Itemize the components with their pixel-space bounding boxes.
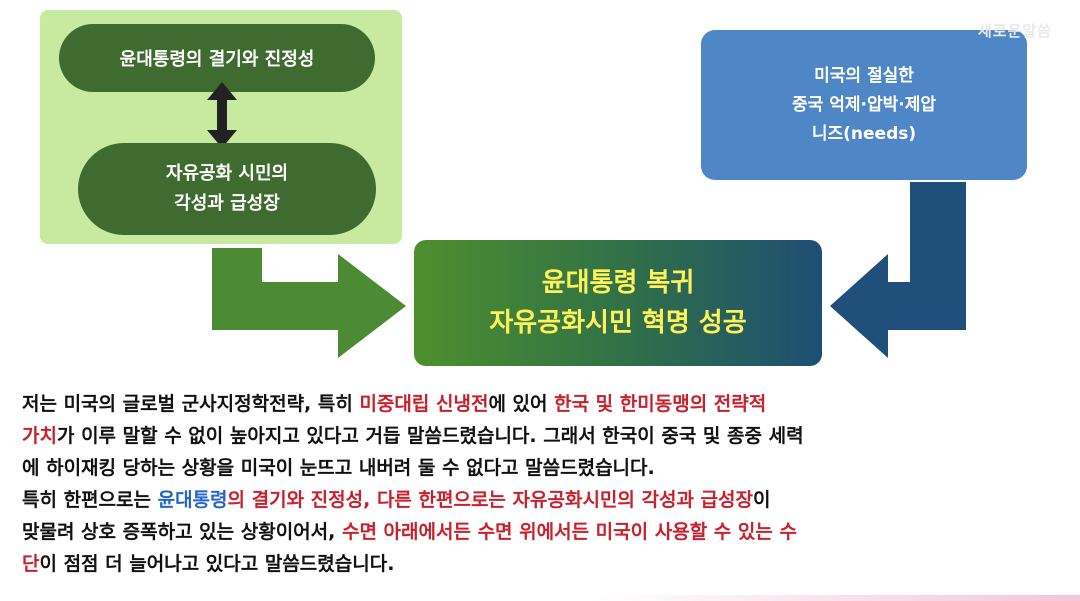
- highlight-segment: 의 결기와 진정성, 다른 한편으로는 자유공화시민의 각성과 급성장: [227, 489, 753, 511]
- text-segment: 저는 미국의 글로벌 군사지정학전략, 특히: [22, 393, 360, 415]
- highlight-segment: 한국 및 한미동맹의 전략적: [554, 393, 767, 415]
- highlight-segment: 단: [22, 553, 40, 575]
- revolution-success-line2: 자유공화시민 혁명 성공: [489, 308, 747, 338]
- navy-bent-arrow-icon: [830, 182, 966, 358]
- paragraph-line-5: 맞물려 상호 증폭하고 있는 상황이어서, 수면 아래에서든 수면 위에서든 미…: [22, 516, 1072, 548]
- citizen-awakening-pill: 자유공화 시민의 각성과 급성장: [78, 143, 376, 235]
- us-needs-box: 미국의 절실한 중국 억제·압박·제압 니즈(needs): [701, 30, 1027, 180]
- green-bent-arrow-icon: [212, 248, 406, 358]
- us-needs-line2: 중국 억제·압박·제압: [792, 94, 936, 115]
- bottom-accent-bar: [0, 595, 1080, 601]
- text-segment: 에 있어: [488, 393, 555, 415]
- double-arrow-icon: [207, 82, 237, 148]
- text-segment: 이 점점 더 늘어나고 있다고 말씀드렸습니다.: [39, 553, 395, 575]
- highlight-segment: 수면 아래에서든 수면 위에서든 미국이 사용할 수 있는 수: [341, 521, 797, 543]
- text-segment: 에 하이재킹 당하는 상황을 미국이 눈뜨고 내버려 둘 수 없다고 말씀드렸습…: [22, 457, 655, 479]
- text-segment: 특히 한편으로는: [22, 489, 158, 511]
- president-return-line1: 윤대통령 복귀: [541, 268, 695, 298]
- paragraph-line-6: 단이 점점 더 늘어나고 있다고 말씀드렸습니다.: [22, 548, 1072, 580]
- paragraph-line-1: 저는 미국의 글로벌 군사지정학전략, 특히 미중대립 신냉전에 있어 한국 및…: [22, 388, 1072, 420]
- citizen-awakening-line1: 자유공화 시민의: [165, 163, 289, 184]
- president-resolve-pill: 윤대통령의 결기와 진정성: [59, 24, 375, 92]
- highlight-segment: 가치: [22, 425, 57, 447]
- text-segment: 맞물려 상호 증폭하고 있는 상황이어서,: [22, 521, 342, 543]
- commentary-paragraph: 저는 미국의 글로벌 군사지정학전략, 특히 미중대립 신냉전에 있어 한국 및…: [22, 388, 1072, 580]
- us-needs-line3: 니즈(needs): [811, 123, 917, 144]
- president-resolve-label: 윤대통령의 결기와 진정성: [119, 49, 315, 70]
- citizen-awakening-line2: 각성과 급성장: [174, 193, 280, 214]
- paragraph-line-3: 에 하이재킹 당하는 상황을 미국이 눈뜨고 내버려 둘 수 없다고 말씀드렸습…: [22, 452, 1072, 484]
- blue-highlight-segment: 윤대통령: [157, 489, 228, 511]
- text-segment: 가 이루 말할 수 없이 높아지고 있다고 거듭 말씀드렸습니다. 그래서 한국…: [56, 425, 804, 447]
- us-needs-line1: 미국의 절실한: [814, 65, 914, 86]
- paragraph-line-4: 특히 한편으로는 윤대통령의 결기와 진정성, 다른 한편으로는 자유공화시민의…: [22, 484, 1072, 516]
- highlight-segment: 미중대립 신냉전: [359, 393, 489, 415]
- president-return-box: 윤대통령 복귀 자유공화시민 혁명 성공: [414, 240, 822, 366]
- text-segment: 이: [753, 489, 771, 511]
- paragraph-line-2: 가치가 이루 말할 수 없이 높아지고 있다고 거듭 말씀드렸습니다. 그래서 …: [22, 420, 1072, 452]
- channel-watermark: 새로운말씀: [978, 22, 1053, 40]
